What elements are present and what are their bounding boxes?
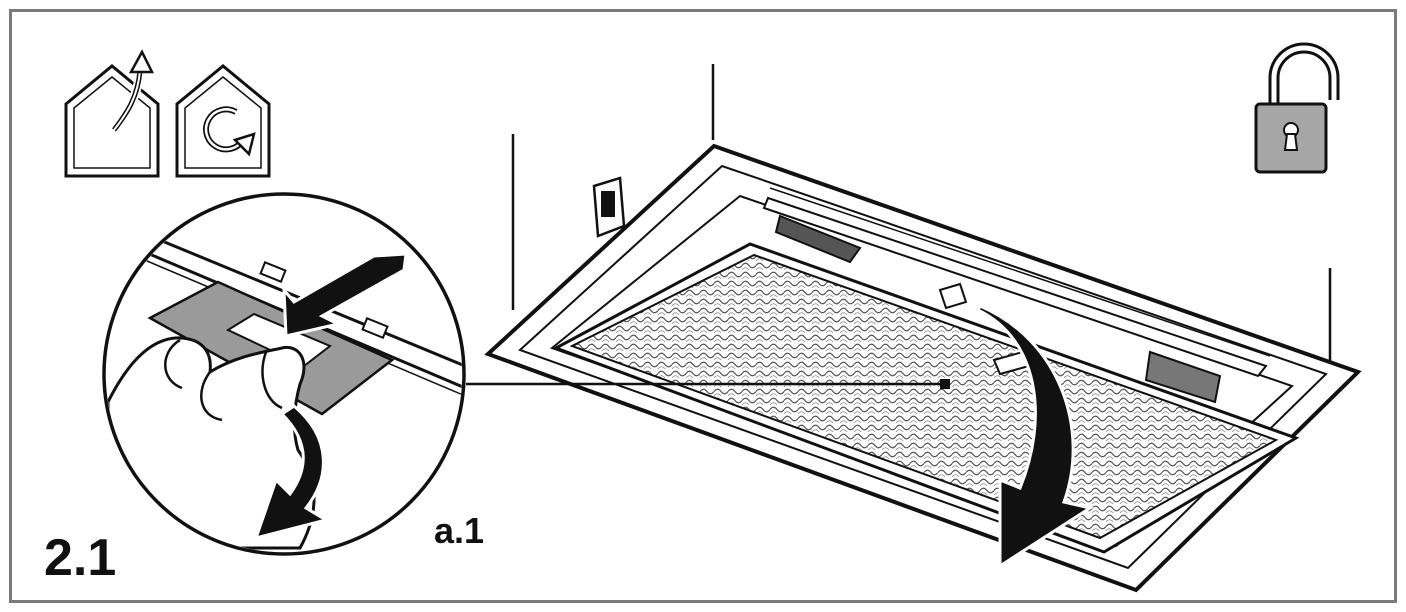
grease-filter (552, 242, 1300, 554)
hood-interior (592, 176, 1271, 404)
padlock-open-icon (1254, 42, 1340, 174)
callout-leader (466, 379, 950, 389)
rotate-down-arrow (975, 304, 1094, 569)
sub-step-label: a.1 (434, 510, 485, 551)
cabinet-lines (511, 64, 1332, 370)
house-extraction-icon (64, 49, 160, 178)
detail-magnifier (102, 192, 466, 556)
house-recirculation-icon (175, 64, 271, 178)
step-number: 2.1 (44, 529, 117, 587)
